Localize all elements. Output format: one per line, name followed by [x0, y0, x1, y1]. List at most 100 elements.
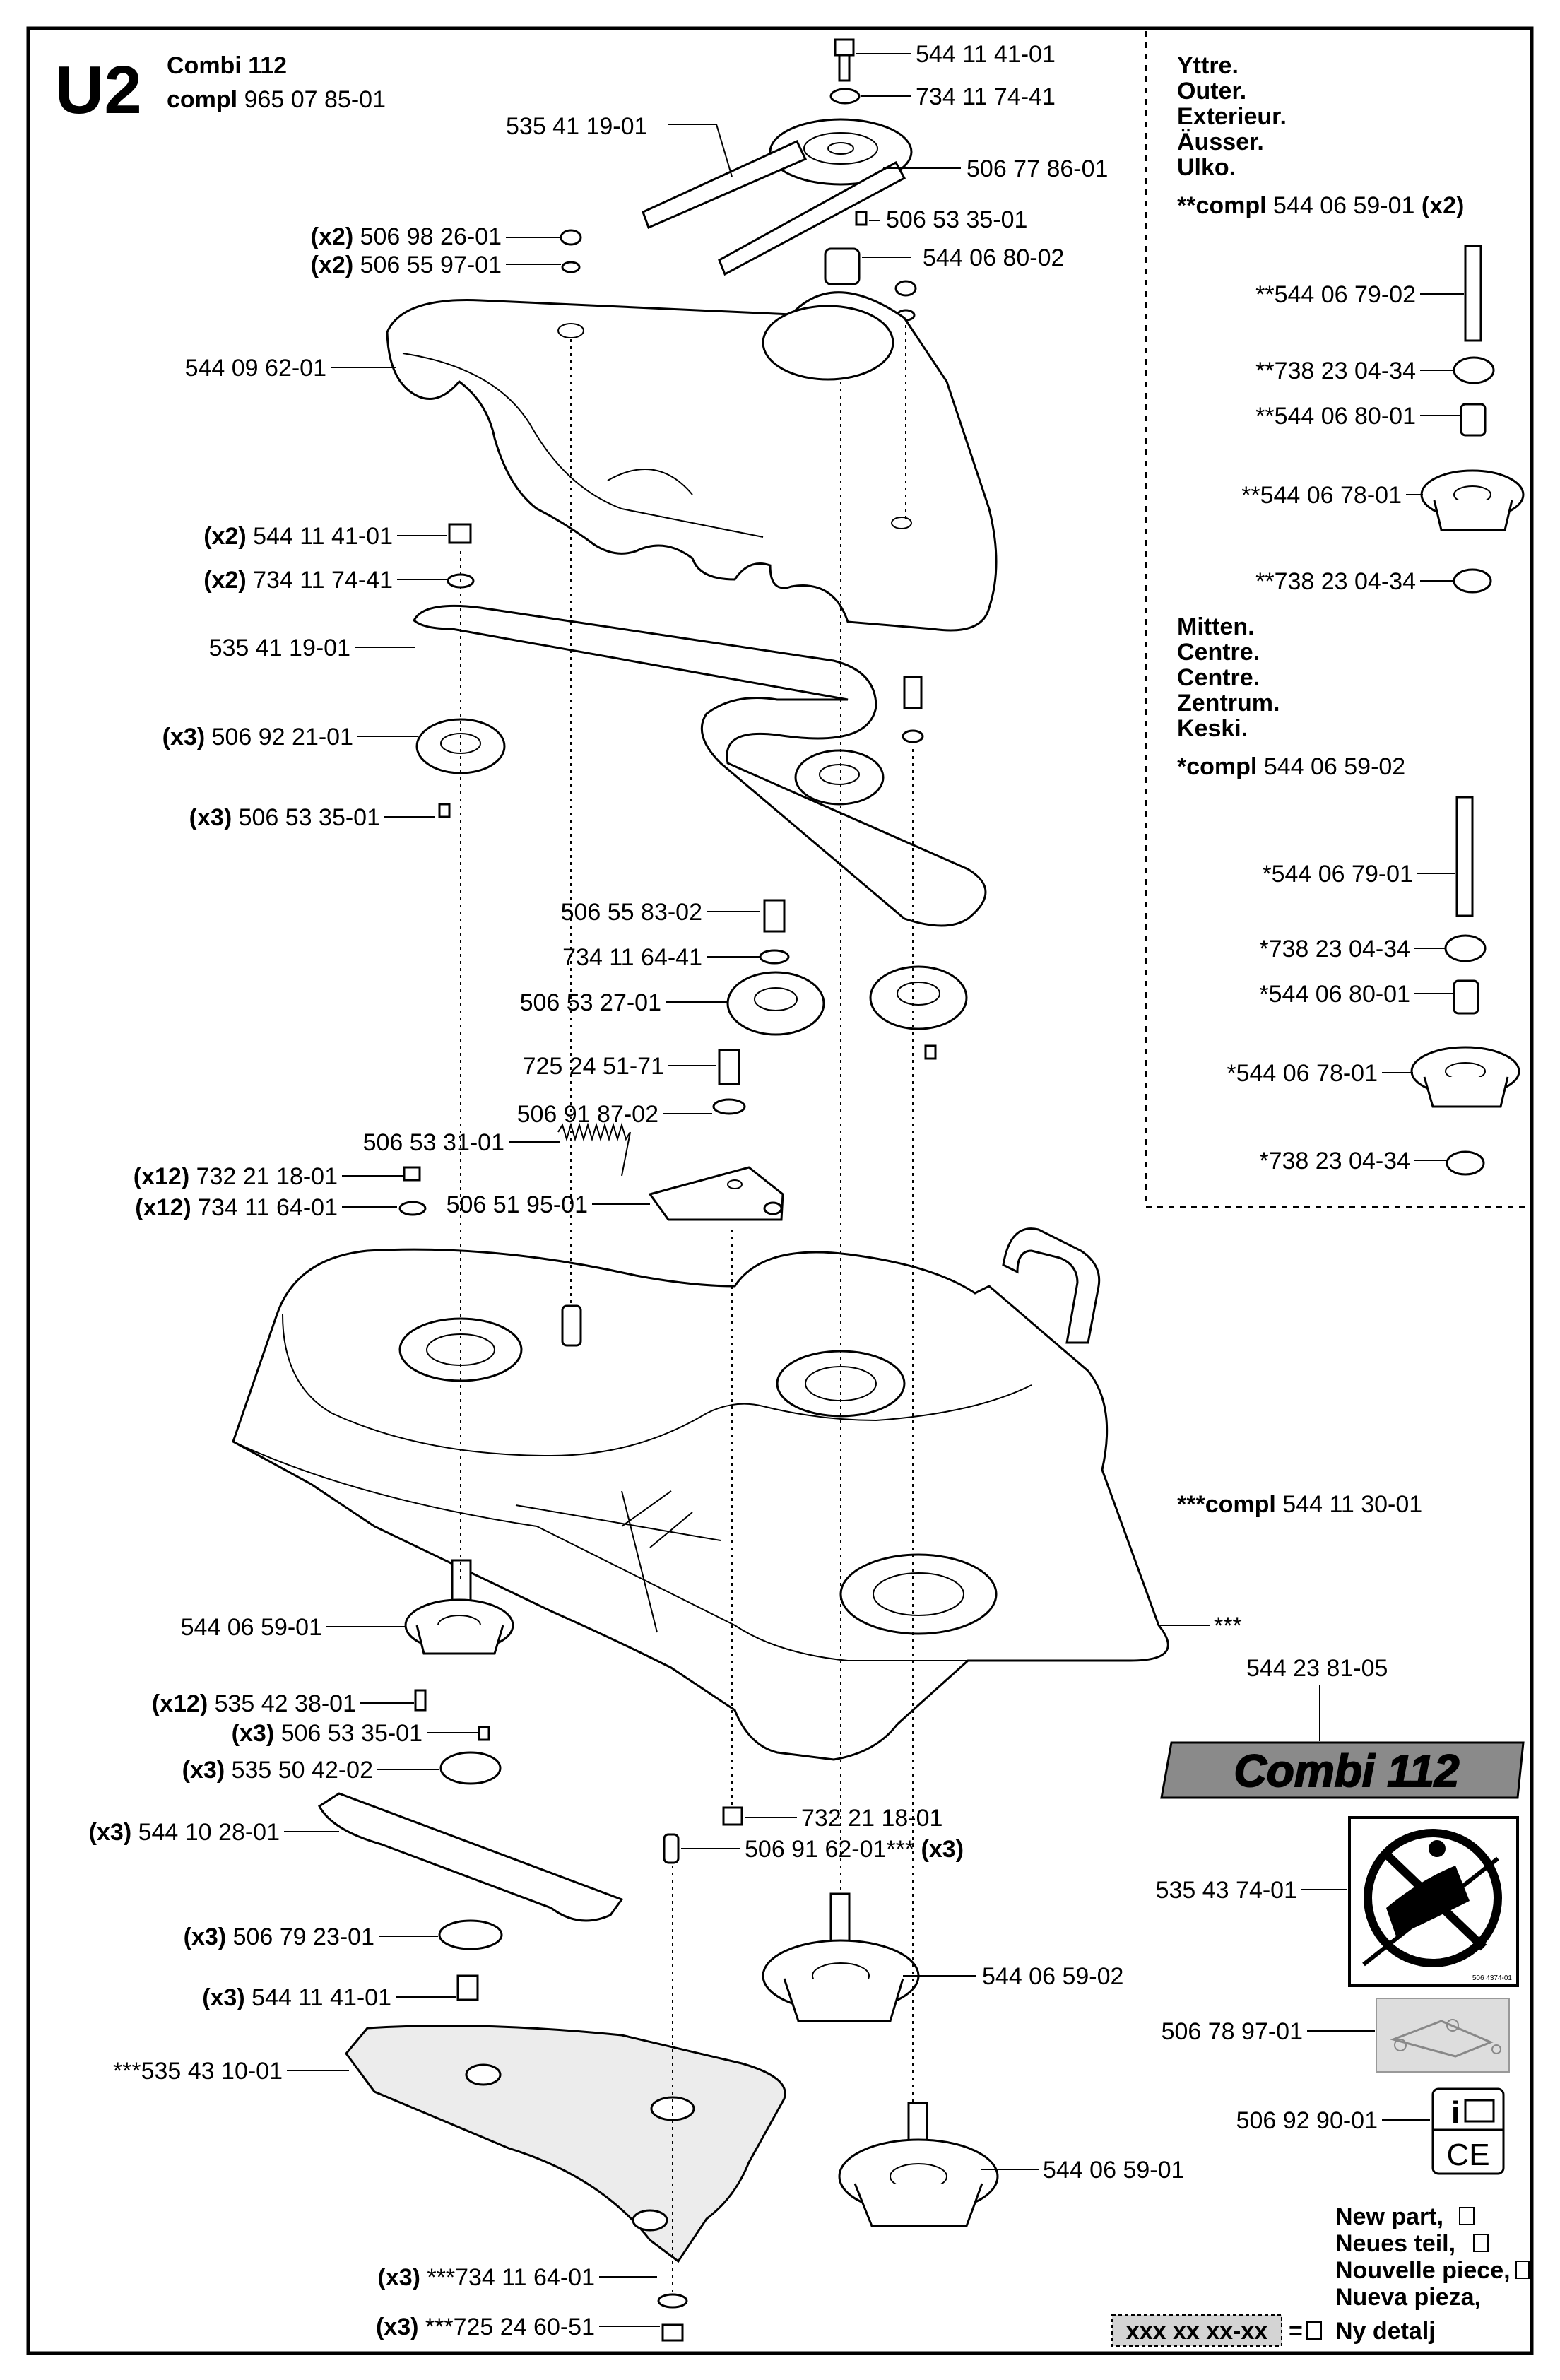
nut: [403, 1166, 421, 1182]
key: [478, 1726, 490, 1741]
callout-label: 544 06 59-02: [982, 1963, 1123, 1990]
upper-pulley-assembly: [642, 38, 917, 322]
mower-deck: [232, 1227, 1169, 1761]
callout-label: 506 91 62-01*** (x3): [745, 1836, 964, 1863]
inset-part-label: **738 23 04-34: [1255, 568, 1416, 595]
deck-outline: [232, 1248, 1169, 1761]
inset-part-label: *544 06 79-01: [1262, 861, 1413, 888]
blade: [318, 1792, 624, 1922]
callout-label: (x12) 734 11 64-01: [135, 1194, 338, 1221]
deck-skirt: [232, 1441, 1130, 1661]
callout-label: 544 23 81-05: [1246, 1655, 1388, 1682]
key: [438, 803, 451, 818]
pivot-post: [561, 1304, 582, 1347]
legend-box-icon: [1515, 2261, 1530, 2279]
callout-label: 506 91 87-02: [517, 1101, 658, 1128]
inset-center-labels: Mitten. Centre. Centre. Zentrum. Keski. …: [1177, 613, 1413, 1174]
bolt: [448, 523, 472, 544]
nut: [722, 1806, 743, 1826]
inset-part-label: **544 06 78-01: [1241, 482, 1402, 509]
bolt: [661, 2323, 684, 2342]
legend-sample-text: xxx xx xx-xx: [1126, 2318, 1268, 2345]
belt-strap-right: [718, 160, 906, 276]
pulley-right: [869, 965, 968, 1030]
chute-boss: [465, 2063, 502, 2086]
tension-spring: [557, 1122, 631, 1177]
legend-box-icon: [1473, 2234, 1489, 2252]
callout-label: (x3) ***725 24 60-51: [376, 2314, 595, 2340]
callout-label: 732 21 18-01: [801, 1805, 942, 1832]
key: [924, 1044, 937, 1060]
leader-lines: [284, 53, 1464, 2327]
belt-strap-left: [642, 140, 808, 230]
callout-label: (x3) 544 10 28-01: [89, 1819, 280, 1846]
inset-center-title: Centre.: [1177, 664, 1260, 691]
screw: [903, 676, 923, 709]
callout-label: 544 06 59-01: [1043, 2157, 1184, 2184]
legend-box-icon: [1306, 2321, 1322, 2340]
inset-outer-title: Ulko.: [1177, 154, 1236, 181]
bolt: [763, 899, 786, 933]
spacer-tube: [824, 247, 861, 285]
spindle-opening-right-inner: [873, 1572, 964, 1616]
combi-decal-text: Combi 112: [1234, 1745, 1460, 1796]
inset-outer-labels: Yttre. Outer. Exterieur. Äusser. Ulko. *…: [1177, 52, 1464, 595]
belt-cover-grip: [607, 469, 693, 495]
callout-label: 535 41 19-01: [209, 635, 350, 661]
legend-line: Neues teil,: [1335, 2230, 1455, 2257]
callout-label: (x2) 506 55 97-01: [311, 252, 502, 278]
callout-label: ***: [1214, 1613, 1242, 1639]
deck-top-plane: [282, 1314, 1032, 1457]
washer: [561, 261, 581, 273]
belt-routing-decal: [1376, 1998, 1510, 2073]
legend-equals: =: [1289, 2318, 1303, 2345]
inset-part-label: *738 23 04-34: [1259, 936, 1410, 962]
callout-label: (x3) 535 50 42-02: [182, 1757, 373, 1784]
info-mark: i: [1451, 2095, 1460, 2130]
inset-part-label: *544 06 80-01: [1259, 981, 1410, 1008]
deck-handle: [1002, 1227, 1101, 1344]
model-title: Combi 112: [167, 52, 287, 79]
callout-label: 506 53 31-01: [363, 1129, 504, 1156]
spindle-right: [838, 2102, 999, 2227]
callout-label: 506 78 97-01: [1162, 2018, 1303, 2045]
bolt: [834, 38, 855, 57]
screw: [414, 1689, 427, 1712]
new-part-legend: New part, Neues teil, Nouvelle piece, Nu…: [1111, 2203, 1530, 2347]
callout-label: 506 53 27-01: [520, 989, 661, 1016]
belt-cover: [386, 291, 998, 632]
callout-label: 506 55 83-02: [561, 899, 702, 926]
callout-label: 506 53 35-01: [886, 206, 1027, 233]
inset-center-parts: [1410, 796, 1520, 1176]
inset-outer-title: Outer.: [1177, 78, 1246, 105]
callout-label: (x12) 535 42 38-01: [152, 1690, 356, 1717]
inset-outer-parts: [1420, 245, 1525, 594]
key: [855, 211, 868, 226]
legend-box-icon: [1459, 2207, 1475, 2225]
centre-lines: [460, 325, 914, 2297]
lower-drive-belt: [413, 604, 987, 927]
model-compl: compl 965 07 85-01: [167, 86, 386, 113]
washer: [398, 1201, 427, 1216]
callout-label: (x3) 506 92 21-01: [162, 724, 353, 750]
callout-label: (x2) 544 11 41-01: [203, 523, 393, 550]
inset-center-title: Centre.: [1177, 639, 1260, 666]
callout-labels: 544 11 41-01 734 11 74-41 535 41 19-01 5…: [89, 41, 1422, 2340]
belt-cover-ridge: [402, 353, 764, 538]
washer: [657, 2293, 688, 2309]
callout-label: (x3) 506 53 35-01: [232, 1720, 422, 1747]
legend-sample-box: [1111, 2314, 1282, 2347]
callout-label: 506 92 90-01: [1236, 2107, 1378, 2134]
chute-boss: [632, 2209, 668, 2232]
inset-outer-title: Äusser.: [1177, 129, 1264, 155]
callout-label: (x2) 734 11 74-41: [203, 567, 393, 594]
inset-outer-title: Exterieur.: [1177, 103, 1287, 130]
deck-groove: [515, 1490, 721, 1633]
callout-label: 734 11 64-41: [562, 944, 702, 971]
callout-label: ***535 43 10-01: [113, 2058, 283, 2085]
inset-part-label: **738 23 04-34: [1255, 358, 1416, 384]
callout-label: 506 51 95-01: [447, 1191, 588, 1218]
warning-decal: 506 4374-01: [1348, 1816, 1519, 1987]
legend-line: Nouvelle piece,: [1335, 2257, 1511, 2284]
pulley-center: [794, 749, 885, 806]
